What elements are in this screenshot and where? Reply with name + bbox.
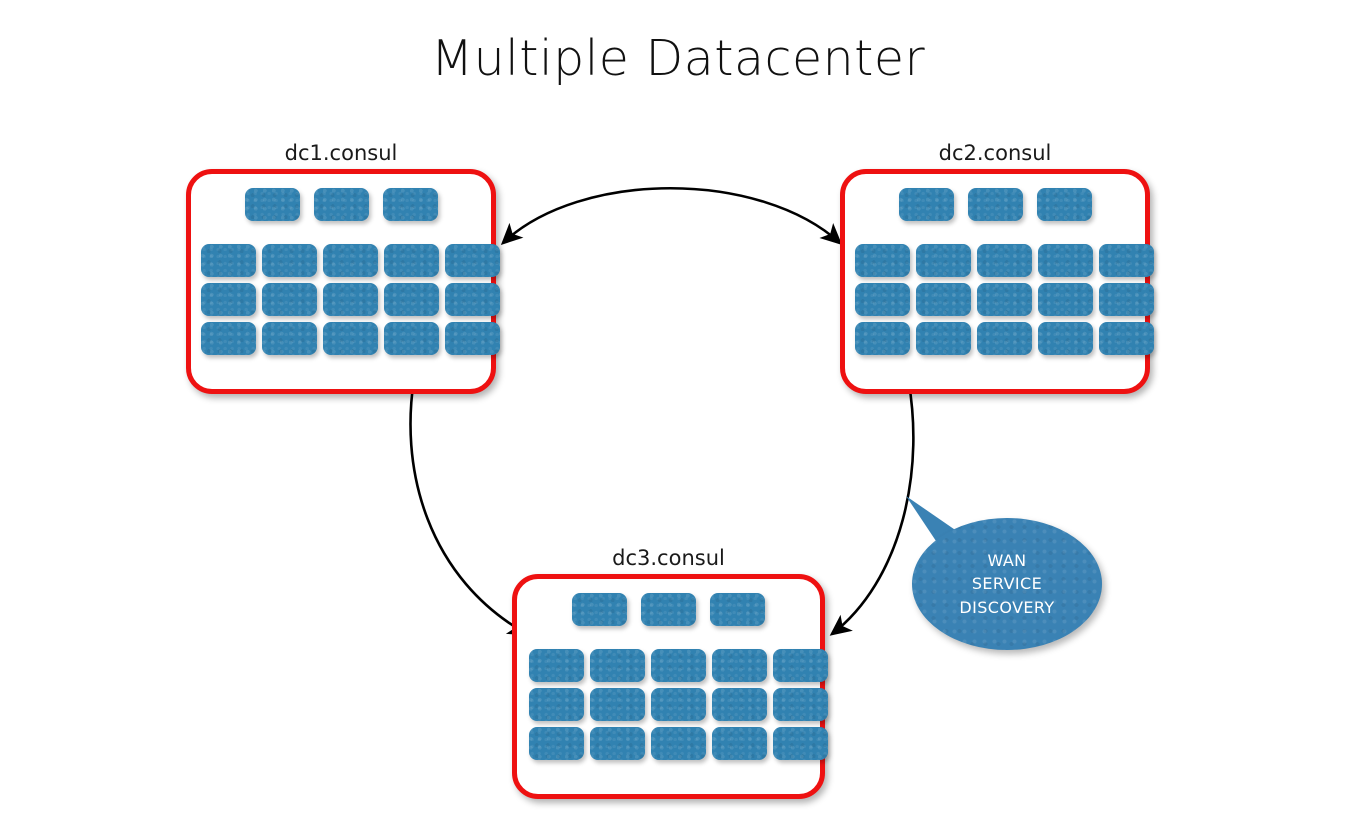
client-node[interactable] — [855, 244, 910, 277]
client-row — [855, 322, 1154, 355]
client-node[interactable] — [651, 649, 706, 682]
callout-line-3: DISCOVERY — [959, 597, 1055, 617]
arrow-dc1-dc3 — [402, 365, 530, 636]
datacenter-dc3[interactable]: dc3.consul — [512, 546, 828, 799]
server-row-dc2 — [845, 188, 1145, 221]
client-grid-dc1 — [201, 244, 500, 355]
client-node[interactable] — [651, 688, 706, 721]
client-row — [855, 244, 1154, 277]
arrow-dc2-dc3 — [829, 365, 920, 636]
client-node[interactable] — [384, 283, 439, 316]
datacenter-label-dc3: dc3.consul — [612, 546, 725, 570]
callout-line-2: SERVICE — [971, 574, 1043, 594]
client-node[interactable] — [590, 649, 645, 682]
server-node[interactable] — [1036, 188, 1092, 221]
callout-line-1: WAN — [987, 551, 1027, 571]
callout-bubble: WAN SERVICE DISCOVERY — [912, 518, 1102, 650]
client-node[interactable] — [323, 244, 378, 277]
client-node[interactable] — [1038, 322, 1093, 355]
client-node[interactable] — [916, 322, 971, 355]
client-row — [201, 244, 500, 277]
datacenter-boundary-dc3 — [512, 574, 828, 799]
server-node[interactable] — [572, 593, 627, 626]
client-row — [529, 649, 828, 682]
client-node[interactable] — [916, 283, 971, 316]
client-row — [529, 688, 828, 721]
client-row — [201, 322, 500, 355]
datacenter-boundary-dc1 — [186, 169, 500, 394]
client-node[interactable] — [977, 244, 1032, 277]
client-node[interactable] — [855, 283, 910, 316]
client-grid-dc3 — [529, 649, 828, 760]
client-node[interactable] — [323, 322, 378, 355]
client-node[interactable] — [916, 244, 971, 277]
wan-service-discovery-callout[interactable]: WAN SERVICE DISCOVERY — [906, 496, 1102, 650]
server-node[interactable] — [967, 188, 1023, 221]
client-node[interactable] — [529, 727, 584, 760]
client-node[interactable] — [1038, 283, 1093, 316]
client-node[interactable] — [201, 283, 256, 316]
server-row-dc1 — [191, 188, 491, 221]
client-node[interactable] — [590, 688, 645, 721]
page-title: Multiple Datacenter — [430, 30, 926, 87]
server-node[interactable] — [898, 188, 954, 221]
client-node[interactable] — [529, 649, 584, 682]
client-node[interactable] — [445, 322, 500, 355]
arrow-dc1-dc2 — [500, 186, 843, 246]
client-node[interactable] — [1038, 244, 1093, 277]
client-node[interactable] — [773, 688, 828, 721]
client-node[interactable] — [445, 244, 500, 277]
client-node[interactable] — [977, 283, 1032, 316]
client-node[interactable] — [445, 283, 500, 316]
client-node[interactable] — [262, 322, 317, 355]
client-row — [855, 283, 1154, 316]
server-node[interactable] — [641, 593, 696, 626]
client-node[interactable] — [977, 322, 1032, 355]
client-node[interactable] — [712, 688, 767, 721]
datacenter-label-dc1: dc1.consul — [284, 141, 398, 165]
client-node[interactable] — [262, 244, 317, 277]
client-node[interactable] — [201, 322, 256, 355]
client-grid-dc2 — [855, 244, 1154, 355]
client-node[interactable] — [773, 727, 828, 760]
client-node[interactable] — [384, 322, 439, 355]
client-node[interactable] — [590, 727, 645, 760]
server-node[interactable] — [244, 188, 300, 221]
client-node[interactable] — [712, 649, 767, 682]
client-node[interactable] — [712, 727, 767, 760]
client-node[interactable] — [1099, 283, 1154, 316]
client-row — [529, 727, 828, 760]
client-node[interactable] — [201, 244, 256, 277]
client-node[interactable] — [1099, 244, 1154, 277]
client-node[interactable] — [1099, 322, 1154, 355]
server-row-dc3 — [517, 593, 820, 626]
client-node[interactable] — [323, 283, 378, 316]
client-row — [201, 283, 500, 316]
client-node[interactable] — [651, 727, 706, 760]
client-node[interactable] — [262, 283, 317, 316]
datacenter-label-dc2: dc2.consul — [938, 141, 1052, 165]
server-node[interactable] — [710, 593, 765, 626]
server-node[interactable] — [313, 188, 369, 221]
server-node[interactable] — [382, 188, 438, 221]
client-node[interactable] — [773, 649, 828, 682]
datacenter-dc2[interactable]: dc2.consul — [840, 141, 1154, 394]
client-node[interactable] — [384, 244, 439, 277]
client-node[interactable] — [855, 322, 910, 355]
client-node[interactable] — [529, 688, 584, 721]
datacenter-boundary-dc2 — [840, 169, 1154, 394]
datacenter-dc1[interactable]: dc1.consul — [186, 141, 500, 394]
